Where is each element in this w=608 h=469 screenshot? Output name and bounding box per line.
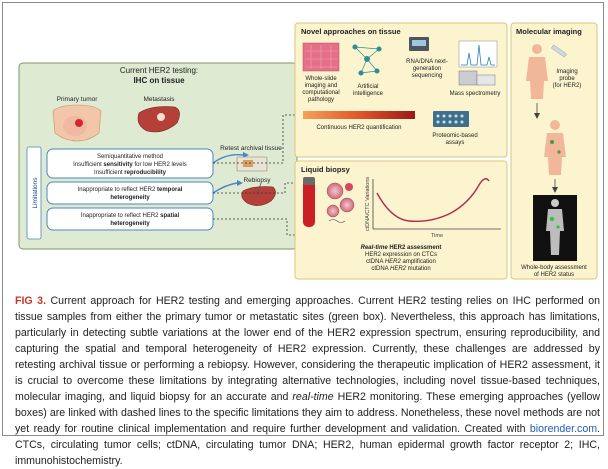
mass-spectrometer-icon bbox=[458, 70, 496, 86]
probe-line2: probe bbox=[559, 76, 575, 82]
wsi-line2: imaging and bbox=[305, 83, 338, 89]
quant-label: Continuous HER2 quantification bbox=[316, 125, 401, 131]
liquid-line3: ctDNA HER2 mutation bbox=[371, 266, 430, 272]
variation-curve bbox=[376, 178, 490, 223]
syringe-icon bbox=[551, 44, 567, 58]
current-title-line2: IHC on tissue bbox=[133, 76, 185, 85]
lim3-line1: Inappropriate to reflect HER2 spatial bbox=[81, 213, 180, 219]
patient-with-probe-icon bbox=[544, 120, 566, 175]
lim1-line1: Semiquantitative method bbox=[97, 154, 163, 160]
liquid-y-axis: ctDNA/CTC Variations bbox=[365, 177, 371, 232]
lim3-line2: heterogeneity bbox=[110, 221, 150, 227]
ai-line1: Artificial bbox=[357, 84, 378, 90]
prot-line1: Proteomic-based bbox=[432, 133, 477, 139]
rebiopsy-arrow bbox=[212, 182, 238, 194]
quantification-gradient-bar bbox=[303, 111, 415, 119]
probe-line3: (for HER2) bbox=[553, 83, 582, 89]
breast-icon bbox=[52, 104, 102, 142]
tissue-block-icon bbox=[236, 156, 268, 172]
wsi-line4: pathology bbox=[308, 97, 334, 103]
limitations-label: Limitations bbox=[32, 177, 39, 209]
lim2-line1: Inappropriate to reflect HER2 temporal bbox=[78, 187, 183, 193]
caption-text-2: HER2 monitoring. These emerging approach… bbox=[15, 391, 600, 435]
ngs-line2: generation bbox=[413, 66, 441, 72]
caption-italic: real-time bbox=[292, 391, 334, 403]
molecular-imaging-box: Molecular imaging Imaging probe (for HER… bbox=[510, 22, 598, 280]
primary-tumor-label: Primary tumor bbox=[57, 96, 99, 103]
rebiopsy-label: Rebiopsy bbox=[243, 177, 271, 184]
ai-network-icon bbox=[352, 44, 382, 76]
blood-cells-icon bbox=[326, 182, 355, 223]
sequencer-icon bbox=[409, 37, 429, 51]
liquid-title: Liquid biopsy bbox=[301, 165, 351, 174]
patient-silhouette-icon bbox=[526, 44, 548, 99]
wsi-slide-icon bbox=[302, 42, 340, 72]
prot-line2: assays bbox=[446, 140, 465, 146]
lim1-line3: Insufficient reproducibility bbox=[94, 170, 167, 176]
wb-line1: Whole-body assessment bbox=[521, 265, 587, 271]
spectrum-icon bbox=[458, 40, 498, 68]
current-testing-box: Current HER2 testing: IHC on tissue Prim… bbox=[18, 62, 298, 250]
wsi-line1: Whole-slide bbox=[305, 76, 337, 82]
lim1-line2: Insufficient sensitivity for low HER2 le… bbox=[73, 162, 187, 168]
liquid-line2: ctDNA HER2 amplification bbox=[366, 259, 436, 265]
probe-line1: Imaging bbox=[556, 69, 577, 75]
caption-text-1: Current approach for HER2 testing and em… bbox=[15, 295, 600, 403]
liquid-line1: HER2 expression on CTCs bbox=[365, 252, 437, 258]
dashed-connectors bbox=[213, 114, 295, 236]
rebiopsy-liver-icon bbox=[241, 182, 276, 206]
ms-label: Mass spectrometry bbox=[450, 91, 501, 97]
retest-arrow bbox=[212, 153, 244, 164]
wb-line2: of HER2 status bbox=[534, 272, 574, 278]
liver-icon bbox=[137, 106, 180, 133]
tissue-approaches-box: Novel approaches on tissue Whole-slide i… bbox=[294, 22, 508, 158]
limitation-temporal: Inappropriate to reflect HER2 temporal h… bbox=[46, 181, 214, 205]
ngs-line1: RNA/DNA next- bbox=[406, 59, 448, 65]
tissue-title: Novel approaches on tissue bbox=[301, 27, 401, 36]
ai-line2: intelligence bbox=[353, 91, 384, 97]
metastasis-label: Metastasis bbox=[143, 96, 175, 103]
current-title-line1: Current HER2 testing: bbox=[120, 66, 198, 75]
figure-diagram: Current HER2 testing: IHC on tissue Prim… bbox=[18, 22, 598, 280]
lim2-line2: heterogeneity bbox=[110, 195, 150, 201]
retest-label: Retest archival tissue bbox=[220, 145, 282, 152]
liquid-x-axis: Time bbox=[431, 233, 443, 239]
ngs-line3: sequencing bbox=[412, 73, 443, 79]
pet-scan-icon bbox=[533, 195, 577, 261]
wsi-line3: computational bbox=[302, 90, 339, 96]
proteomic-assay-icon bbox=[433, 111, 469, 127]
figure-caption: FIG 3. Current approach for HER2 testing… bbox=[15, 293, 600, 469]
limitation-sensitivity: Semiquantitative method Insufficient sen… bbox=[46, 148, 214, 179]
caption-label: FIG 3. bbox=[15, 295, 47, 307]
biorender-link[interactable]: biorender.com bbox=[529, 423, 598, 435]
imaging-title: Molecular imaging bbox=[516, 27, 582, 36]
liquid-biopsy-box: Liquid biopsy ctDNA/CTC Variations Time … bbox=[294, 160, 508, 280]
limitation-spatial: Inappropriate to reflect HER2 spatial he… bbox=[46, 207, 214, 231]
blood-tube-icon bbox=[303, 177, 315, 227]
realtime-heading: Real-time HER2 assessment bbox=[361, 245, 442, 251]
